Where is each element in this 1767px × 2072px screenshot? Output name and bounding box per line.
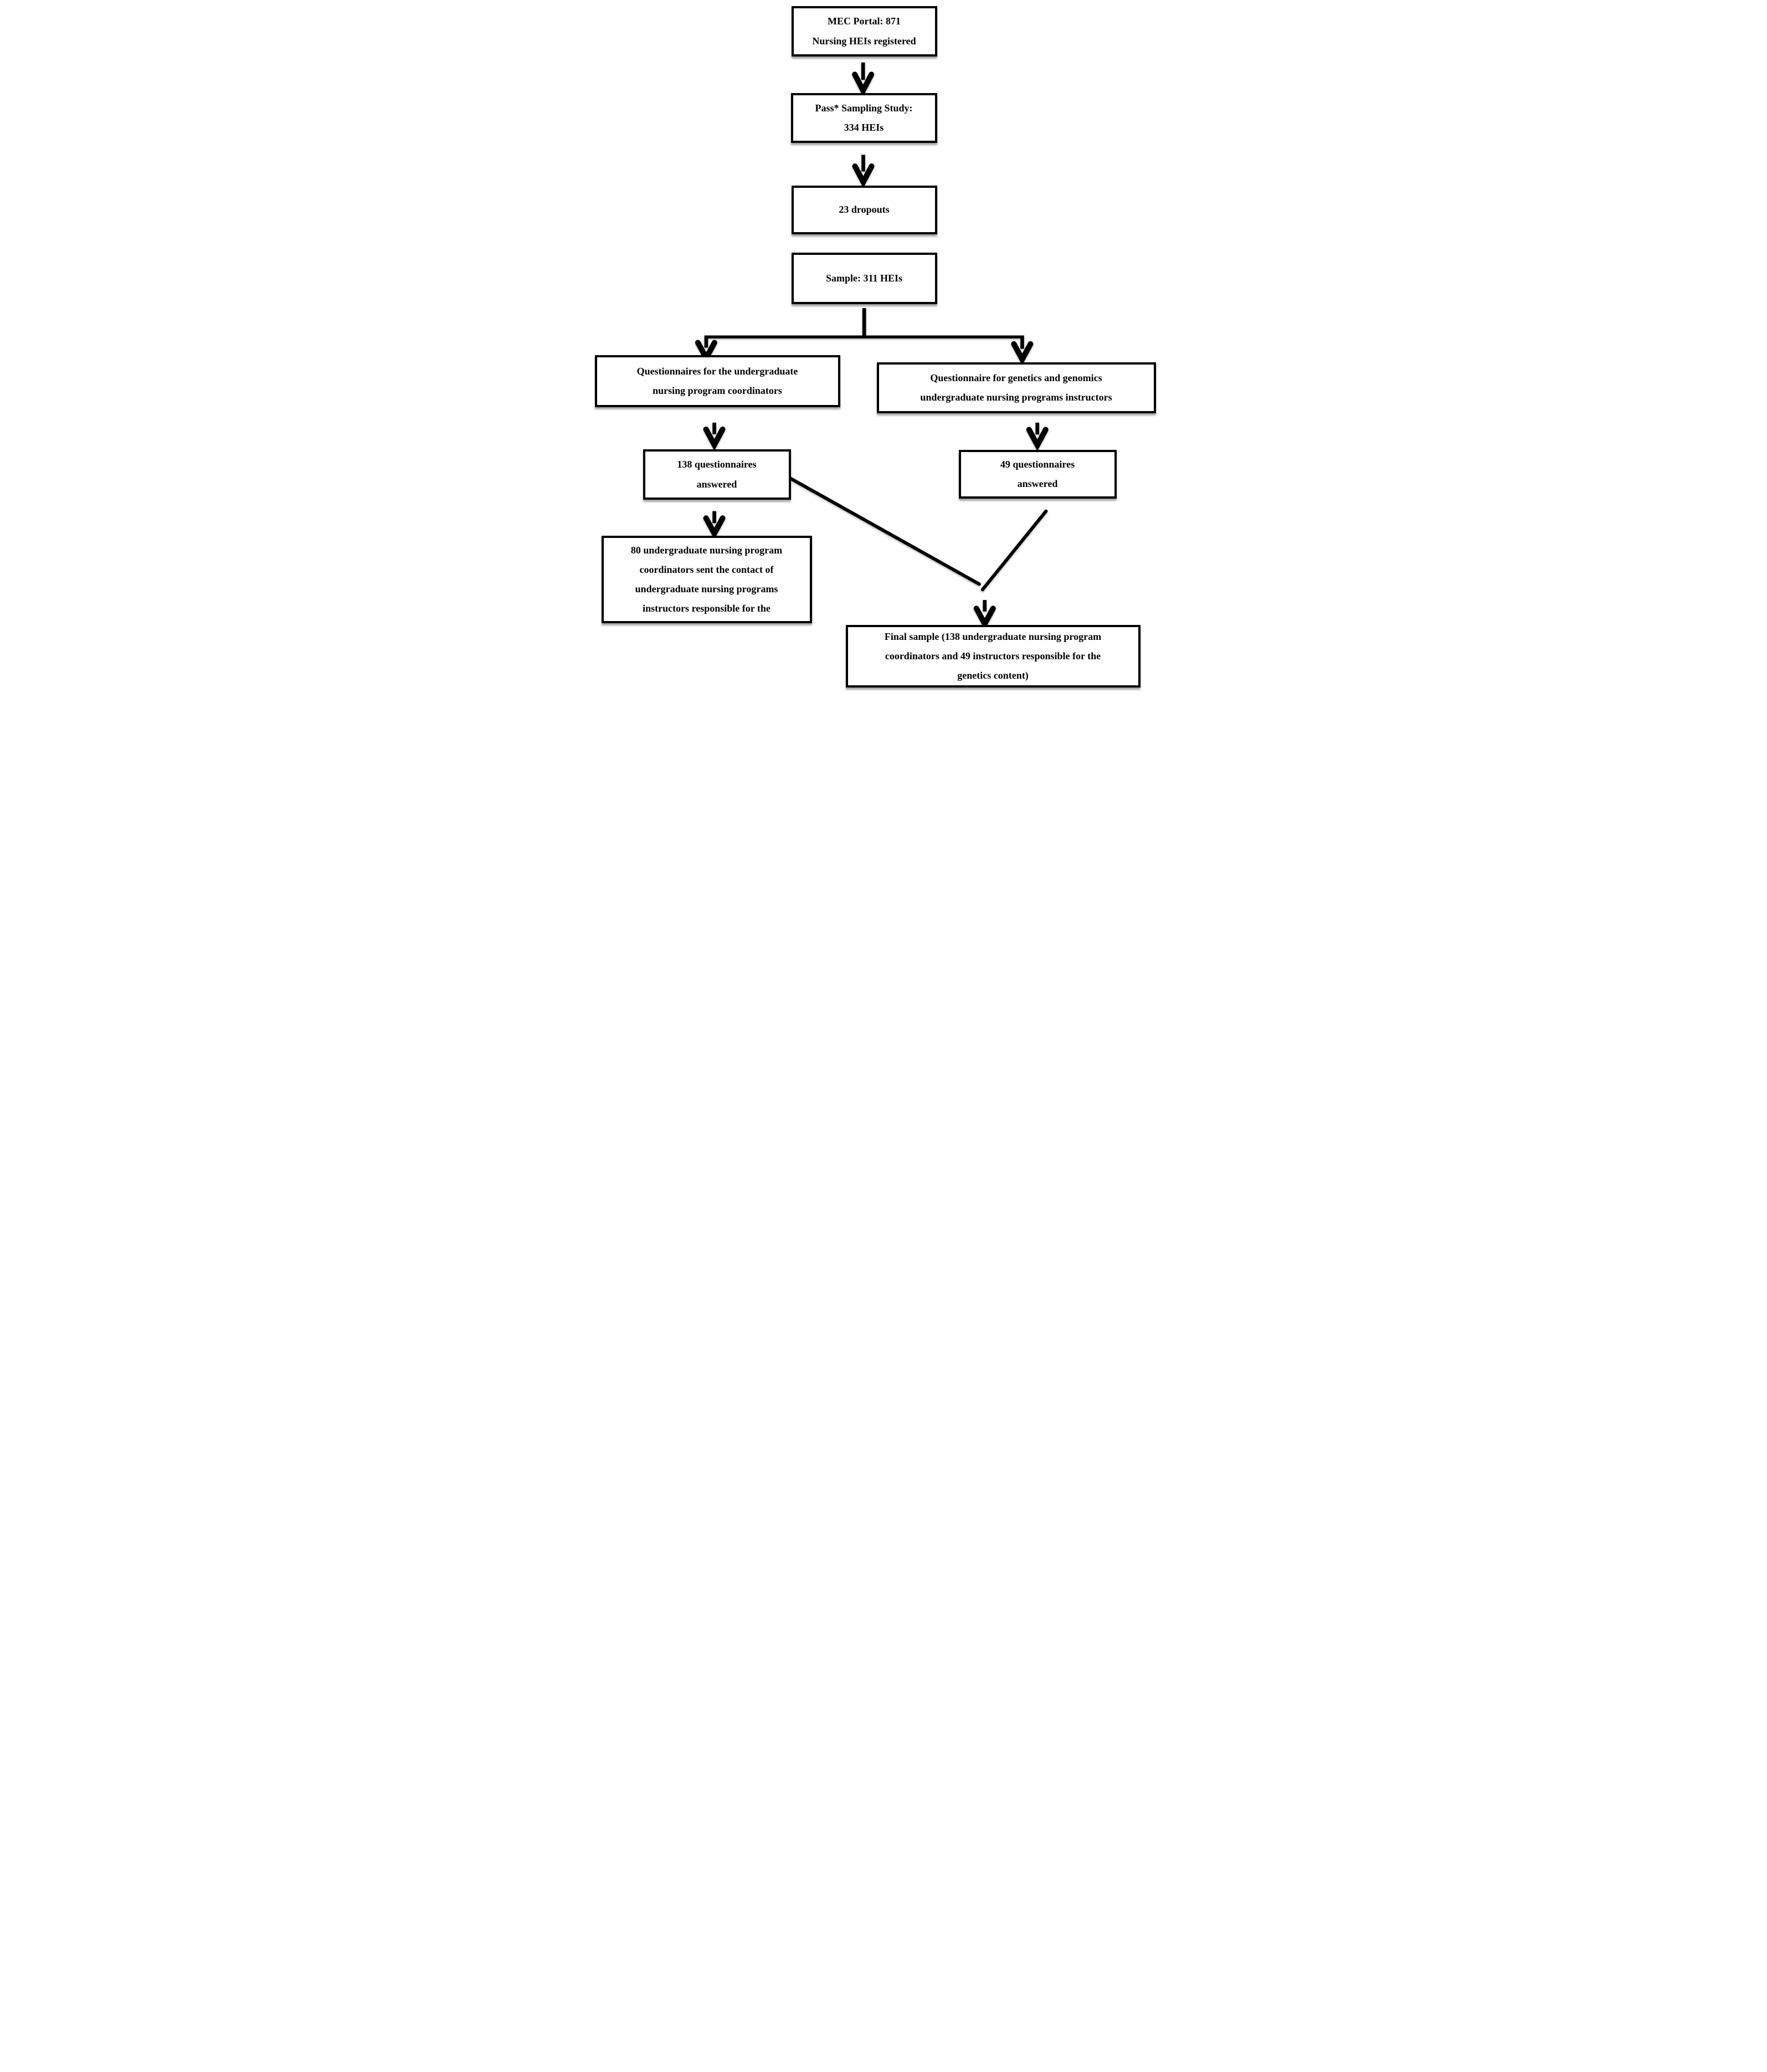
box-line: 334 HEIs xyxy=(844,122,884,133)
box-line: Sample: 311 HEIs xyxy=(825,272,903,284)
box-line: answered xyxy=(1017,478,1058,489)
flow-box-138-answered: 138 questionnaires answered xyxy=(643,449,791,500)
box-line: 49 questionnaires xyxy=(1000,458,1075,470)
box-line: nursing program coordinators xyxy=(653,385,782,396)
box-line: Questionnaire for genetics and genomics xyxy=(930,372,1102,383)
box-line: Final sample (138 undergraduate nursing … xyxy=(884,630,1102,642)
box-line: instructors responsible for the xyxy=(643,603,771,614)
arrow-138-to-80-head xyxy=(703,515,726,540)
arrow-coordinators-to-138-head xyxy=(703,426,726,451)
box-line: undergraduate nursing programs xyxy=(635,583,778,594)
box-line: answered xyxy=(696,478,737,490)
flow-box-80-coordinators-sent-contact: 80 undergraduate nursing program coordin… xyxy=(601,536,812,623)
box-line: coordinators and 49 instructors responsi… xyxy=(885,650,1101,661)
flow-box-final-sample: Final sample (138 undergraduate nursing … xyxy=(845,625,1141,688)
flowchart-canvas: MEC Portal: 871 Nursing HEIs registered … xyxy=(589,0,1178,691)
arrow-to-final-head xyxy=(973,606,996,630)
arrow-instructors-to-49-head xyxy=(1026,427,1049,452)
arrow-pass-to-dropouts-head xyxy=(852,163,875,188)
box-line: 138 questionnaires xyxy=(677,459,757,470)
diagonal-49-to-final xyxy=(980,509,1047,592)
box-line: undergraduate nursing programs instructo… xyxy=(920,392,1112,403)
box-line: genetics content) xyxy=(957,670,1029,681)
box-line: coordinators sent the contact of xyxy=(639,563,774,575)
box-line: Questionnaires for the undergraduate xyxy=(636,365,798,377)
arrow-mec-to-pass-head xyxy=(851,71,874,97)
box-line: Nursing HEIs registered xyxy=(812,35,916,47)
connector-layer xyxy=(695,62,1049,630)
flow-box-49-answered: 49 questionnaires answered xyxy=(958,450,1117,499)
box-line: 80 undergraduate nursing program xyxy=(630,544,783,556)
box-line: MEC Portal: 871 xyxy=(828,16,901,27)
flow-box-dropouts: 23 dropouts xyxy=(791,186,937,234)
flow-box-pass-sampling: Pass* Sampling Study: 334 HEIs xyxy=(790,93,937,143)
box-line: Pass* Sampling Study: xyxy=(815,102,913,114)
flow-box-mec-portal: MEC Portal: 871 Nursing HEIs registered xyxy=(791,6,937,57)
arrow-branch-right-head xyxy=(1010,341,1033,365)
box-line: 23 dropouts xyxy=(839,204,890,216)
flow-box-coordinators-questionnaire: Questionnaires for the undergraduate nur… xyxy=(594,355,840,407)
diagonal-138-to-final xyxy=(788,476,981,586)
flow-box-sample: Sample: 311 HEIs xyxy=(791,253,937,304)
flow-box-instructors-questionnaire: Questionnaire for genetics and genomics … xyxy=(876,362,1156,413)
